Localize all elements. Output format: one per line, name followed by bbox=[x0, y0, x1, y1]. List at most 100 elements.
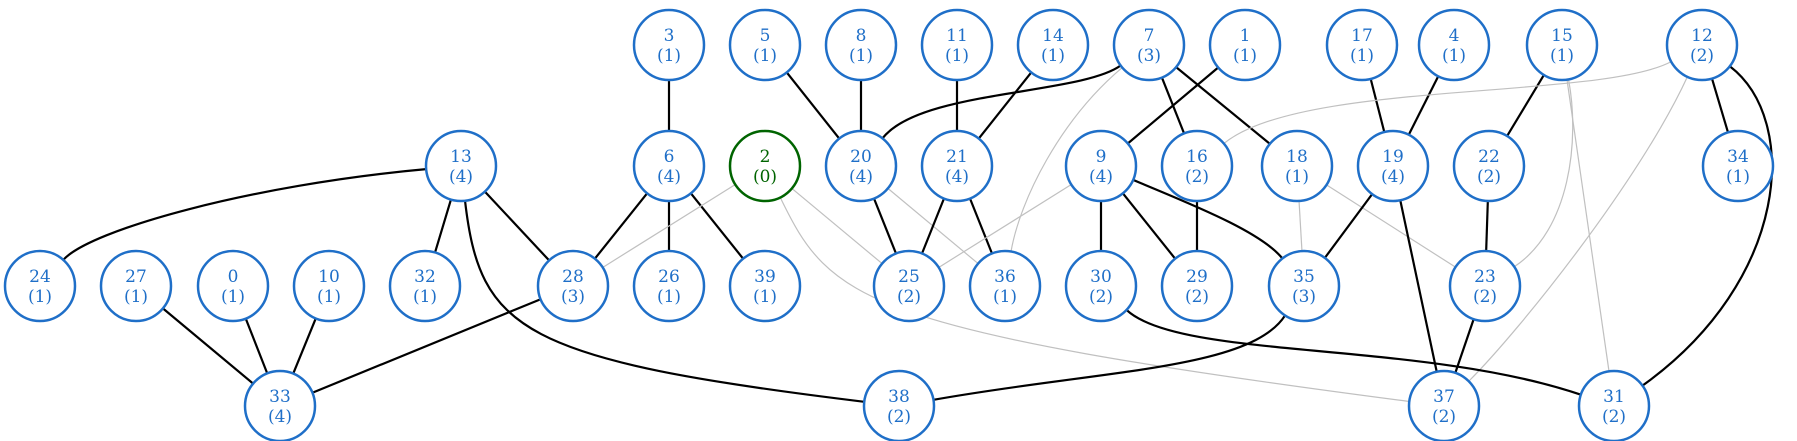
node-id-label: 21 bbox=[946, 147, 968, 167]
node-id-label: 8 bbox=[856, 26, 867, 46]
node-circle bbox=[243, 369, 317, 441]
node-count-label: (3) bbox=[1137, 46, 1161, 66]
node-circle bbox=[920, 8, 994, 82]
node-id-label: 12 bbox=[1691, 26, 1713, 46]
edge-27-33 bbox=[162, 307, 254, 385]
node-id-label: 3 bbox=[664, 26, 675, 46]
edge-30-31 bbox=[1125, 309, 1582, 396]
node-circle bbox=[1325, 8, 1399, 82]
node-circle bbox=[1448, 249, 1522, 323]
node-count-label: (4) bbox=[268, 407, 292, 427]
edge-7-20 bbox=[881, 64, 1122, 140]
edge-14-21 bbox=[977, 71, 1033, 140]
node-id-label: 36 bbox=[994, 267, 1016, 287]
node-circle bbox=[632, 249, 706, 323]
node-11: 11(1) bbox=[920, 8, 994, 82]
edge-19-37 bbox=[1399, 200, 1438, 372]
node-id-label: 26 bbox=[658, 267, 680, 287]
node-circle bbox=[1064, 249, 1138, 323]
node-circle bbox=[1665, 8, 1739, 82]
node-id-label: 13 bbox=[450, 147, 472, 167]
node-circle bbox=[920, 129, 994, 203]
node-count-label: (1) bbox=[1041, 46, 1065, 66]
edge-13-24 bbox=[62, 168, 427, 261]
node-count-label: (1) bbox=[1550, 46, 1574, 66]
edge-28-33 bbox=[311, 298, 542, 394]
node-id-label: 38 bbox=[888, 387, 910, 407]
node-count-label: (1) bbox=[1350, 46, 1374, 66]
node-circle bbox=[1160, 249, 1234, 323]
node-circle bbox=[728, 129, 802, 203]
node-6: 6(4) bbox=[632, 129, 706, 203]
node-circle bbox=[824, 129, 898, 203]
node-count-label: (3) bbox=[1292, 287, 1316, 307]
node-circle bbox=[1064, 129, 1138, 203]
node-id-label: 4 bbox=[1449, 26, 1460, 46]
edge-12-16 bbox=[1223, 61, 1672, 145]
node-4: 4(1) bbox=[1417, 8, 1491, 82]
node-23: 23(2) bbox=[1448, 249, 1522, 323]
node-id-label: 29 bbox=[1186, 267, 1208, 287]
node-circle bbox=[196, 249, 270, 323]
node-id-label: 6 bbox=[664, 147, 675, 167]
node-19: 19(4) bbox=[1356, 129, 1430, 203]
node-count-label: (1) bbox=[657, 287, 681, 307]
node-id-label: 16 bbox=[1186, 147, 1208, 167]
node-circle bbox=[99, 249, 173, 323]
node-count-label: (0) bbox=[753, 167, 777, 187]
node-count-label: (1) bbox=[1285, 167, 1309, 187]
node-circle bbox=[1701, 129, 1775, 203]
node-circle bbox=[1417, 8, 1491, 82]
node-circle bbox=[968, 249, 1042, 323]
node-7: 7(3) bbox=[1112, 8, 1186, 82]
node-3: 3(1) bbox=[632, 8, 706, 82]
node-count-label: (2) bbox=[1690, 46, 1714, 66]
node-id-label: 23 bbox=[1474, 267, 1496, 287]
node-id-label: 25 bbox=[898, 267, 920, 287]
node-28: 28(3) bbox=[536, 249, 610, 323]
node-8: 8(1) bbox=[824, 8, 898, 82]
node-circle bbox=[872, 249, 946, 323]
node-0: 0(1) bbox=[196, 249, 270, 323]
node-count-label: (1) bbox=[993, 287, 1017, 307]
node-circle bbox=[424, 129, 498, 203]
node-13: 13(4) bbox=[424, 129, 498, 203]
edge-7-36 bbox=[1010, 67, 1123, 252]
node-circle bbox=[1452, 129, 1526, 203]
node-20: 20(4) bbox=[824, 129, 898, 203]
node-circle bbox=[728, 8, 802, 82]
edge-22-23 bbox=[1485, 200, 1489, 252]
node-14: 14(1) bbox=[1016, 8, 1090, 82]
node-circle bbox=[1016, 8, 1090, 82]
node-33: 33(4) bbox=[243, 369, 317, 441]
node-id-label: 0 bbox=[228, 267, 239, 287]
node-id-label: 35 bbox=[1293, 267, 1315, 287]
node-count-label: (1) bbox=[1442, 46, 1466, 66]
node-circle bbox=[3, 249, 77, 323]
node-18: 18(1) bbox=[1260, 129, 1334, 203]
node-id-label: 17 bbox=[1351, 26, 1373, 46]
node-circle bbox=[536, 249, 610, 323]
edge-7-18 bbox=[1175, 66, 1271, 145]
node-id-label: 37 bbox=[1433, 387, 1455, 407]
node-count-label: (2) bbox=[1185, 167, 1209, 187]
node-layer: 3(1)5(1)8(1)11(1)14(1)7(3)1(1)17(1)4(1)1… bbox=[3, 8, 1775, 441]
edge-23-37 bbox=[1454, 318, 1475, 374]
node-count-label: (2) bbox=[1602, 407, 1626, 427]
edge-13-32 bbox=[434, 199, 452, 253]
node-count-label: (1) bbox=[221, 287, 245, 307]
node-id-label: 1 bbox=[1240, 26, 1251, 46]
edge-layer bbox=[62, 61, 1774, 403]
node-count-label: (4) bbox=[657, 167, 681, 187]
node-circle bbox=[1160, 129, 1234, 203]
edge-15-23 bbox=[1513, 79, 1574, 268]
edge-0-33 bbox=[244, 318, 269, 374]
node-id-label: 19 bbox=[1382, 147, 1404, 167]
node-count-label: (4) bbox=[1089, 167, 1113, 187]
node-count-label: (1) bbox=[657, 46, 681, 66]
node-count-label: (1) bbox=[1726, 167, 1750, 187]
node-circle bbox=[1208, 8, 1282, 82]
edge-10-33 bbox=[292, 317, 317, 375]
edge-18-23 bbox=[1326, 184, 1456, 268]
edge-6-39 bbox=[690, 192, 744, 260]
